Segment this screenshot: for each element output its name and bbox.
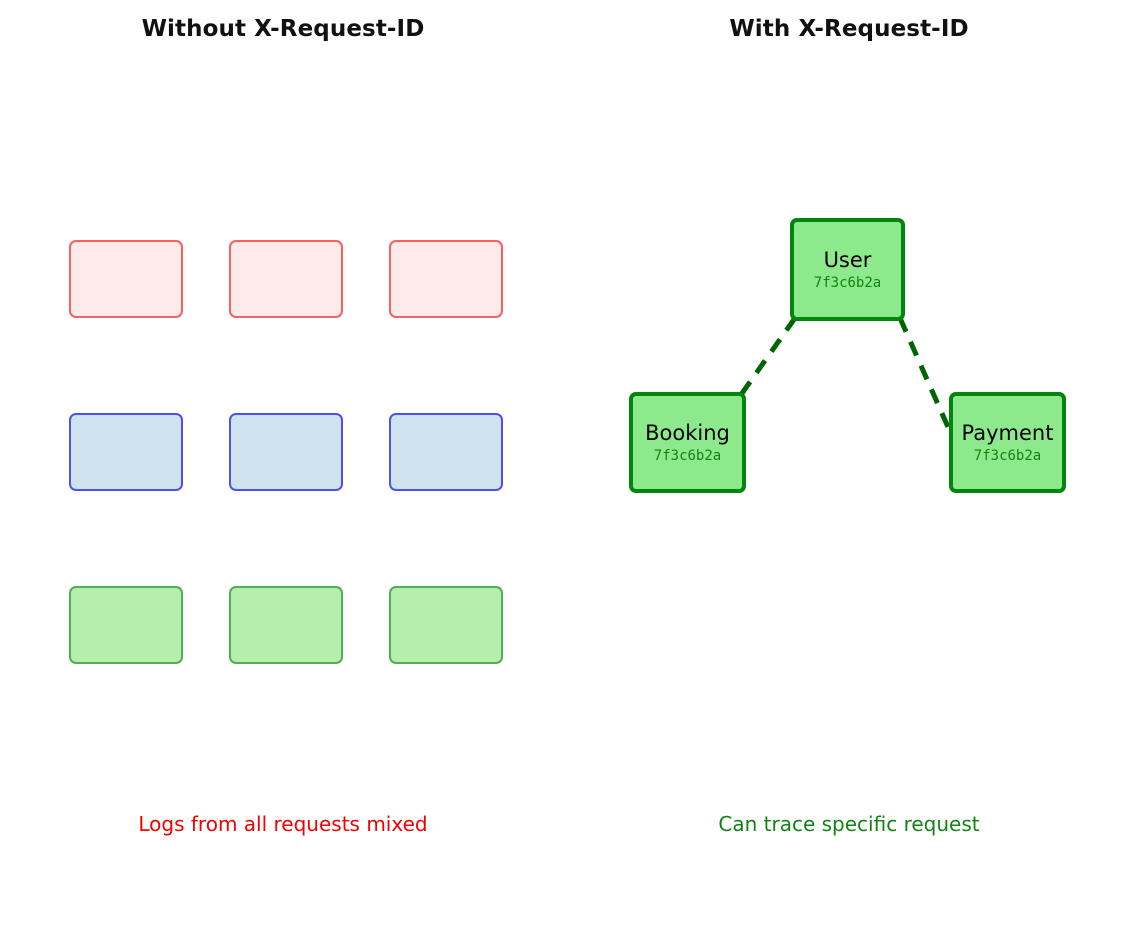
node-payment-label: Payment — [961, 420, 1054, 445]
log-box — [69, 586, 183, 664]
log-box — [389, 413, 503, 491]
node-booking-label: Booking — [645, 420, 730, 445]
node-payment[interactable]: Payment 7f3c6b2a — [949, 392, 1066, 493]
node-payment-request-id: 7f3c6b2a — [973, 447, 1042, 464]
panel-title-with-request-id: With X-Request-ID — [729, 16, 969, 42]
caption-can-trace: Can trace specific request — [718, 812, 980, 836]
edge-user-to-payment — [897, 316, 958, 445]
node-user[interactable]: User 7f3c6b2a — [790, 218, 905, 321]
panel-title-without-request-id: Without X-Request-ID — [141, 16, 425, 42]
node-booking[interactable]: Booking 7f3c6b2a — [629, 392, 746, 493]
log-box — [69, 413, 183, 491]
node-user-label: User — [823, 247, 872, 272]
caption-logs-mixed: Logs from all requests mixed — [138, 812, 428, 836]
log-box — [389, 586, 503, 664]
node-booking-request-id: 7f3c6b2a — [653, 447, 722, 464]
log-box — [389, 240, 503, 318]
node-user-request-id: 7f3c6b2a — [813, 274, 882, 291]
log-box — [229, 586, 343, 664]
log-box — [69, 240, 183, 318]
log-box — [229, 413, 343, 491]
log-box — [229, 240, 343, 318]
